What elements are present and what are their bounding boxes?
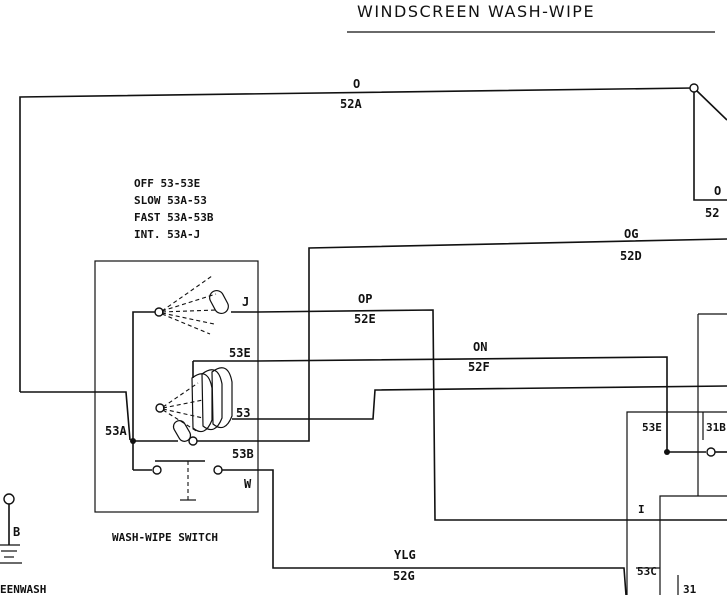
wire-code-label: 52D xyxy=(620,249,642,263)
pump-terminal-label: B xyxy=(13,525,20,539)
terminal-label-53a: 53A xyxy=(105,424,127,438)
wire-code-label: 52A xyxy=(340,97,362,111)
wire-color-label: ON xyxy=(473,340,487,354)
wiper-motor-unit: 53E 31B I 53C 31 xyxy=(626,313,727,595)
motor-label-53c: 53C xyxy=(637,565,657,578)
legend-line-int: INT. 53A-J xyxy=(134,228,200,241)
right-edge-color-label: O xyxy=(714,184,721,198)
wash-wipe-switch-box xyxy=(94,260,259,513)
wire-code-label: 52G xyxy=(393,569,415,583)
intermittent-contact xyxy=(154,275,229,335)
motor-label-i: I xyxy=(638,503,645,516)
wire-color-label: OP xyxy=(358,292,372,306)
motor-label-31b: 31B xyxy=(706,421,726,434)
terminal-label-j: J xyxy=(242,295,249,309)
speed-contact xyxy=(155,367,233,442)
switch-label: WASH-WIPE SWITCH xyxy=(112,531,218,544)
terminal-label-53e: 53E xyxy=(229,346,251,360)
wire-53a-feed xyxy=(20,391,131,441)
wire-52a: O 52A O 52 xyxy=(19,77,727,392)
right-edge-code-label: 52 xyxy=(705,206,719,220)
legend-line-off: OFF 53-53E xyxy=(134,177,200,190)
wire-52f: ON 52F xyxy=(257,340,670,455)
switch-internals xyxy=(130,311,258,501)
terminal-label-53b: 53B xyxy=(232,447,254,461)
motor-label-31: 31 xyxy=(683,583,697,595)
wire-52d: OG 52D xyxy=(258,227,727,442)
motor-label-53e: 53E xyxy=(642,421,662,434)
diagram-title: WINDSCREEN WASH-WIPE xyxy=(357,2,595,21)
wire-52e: OP 52E xyxy=(257,292,727,521)
wire-53-return xyxy=(258,385,727,420)
terminal-label-w: W xyxy=(244,477,252,491)
switch-position-legend: OFF 53-53E SLOW 53A-53 FAST 53A-53B INT.… xyxy=(134,177,214,241)
wire-color-label: O xyxy=(353,77,360,91)
wire-color-label: OG xyxy=(624,227,638,241)
washer-pump: B EENWASH xyxy=(0,493,46,595)
terminal-label-53: 53 xyxy=(236,406,250,420)
wire-52g: YLG 52G xyxy=(258,469,627,595)
wire-code-label: 52E xyxy=(354,312,376,326)
legend-line-fast: FAST 53A-53B xyxy=(134,211,214,224)
wire-color-label: YLG xyxy=(394,548,416,562)
wire-code-label: 52F xyxy=(468,360,490,374)
legend-line-slow: SLOW 53A-53 xyxy=(134,194,207,207)
pump-caption: EENWASH xyxy=(0,583,46,595)
